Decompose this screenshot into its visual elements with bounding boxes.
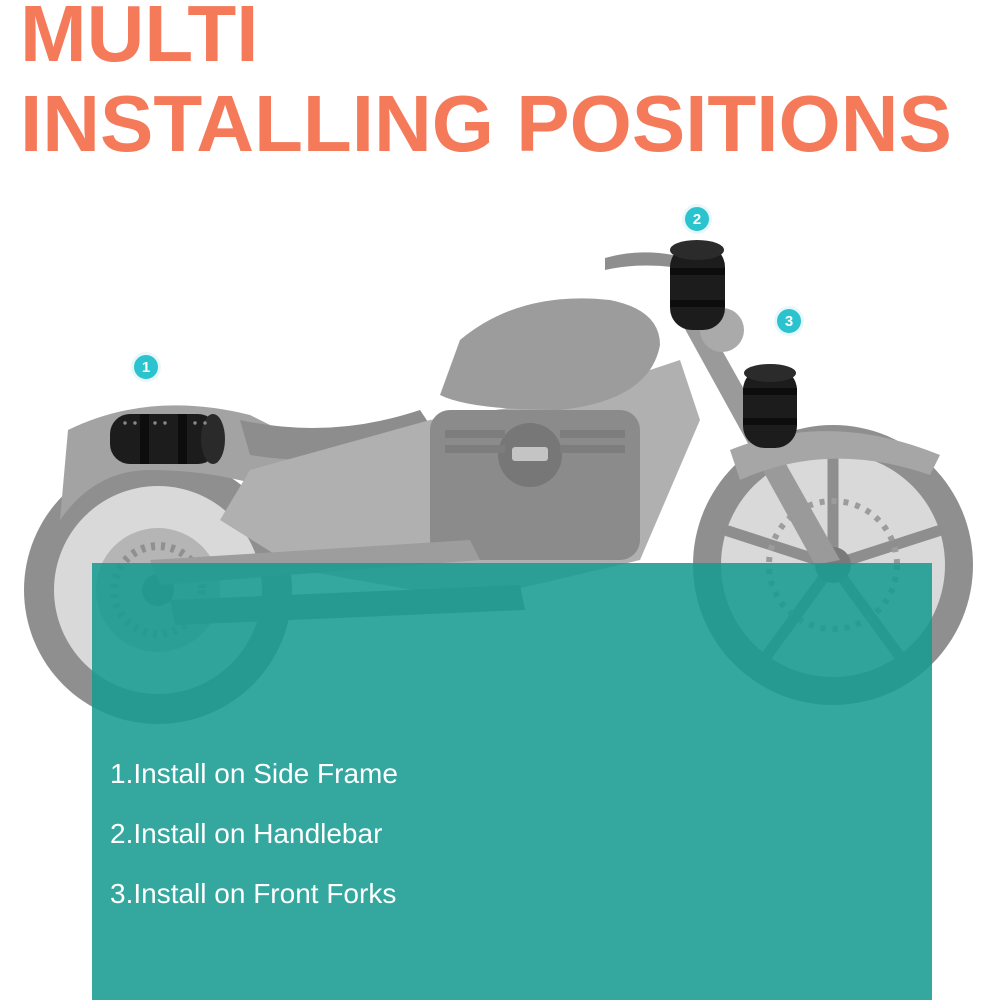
install-steps-list: 1.Install on Side Frame 2.Install on Han… xyxy=(110,752,398,932)
position-marker-1: 1 xyxy=(131,352,161,382)
tool-roll-bag-icon xyxy=(670,240,725,330)
step-side-frame: 1.Install on Side Frame xyxy=(110,758,398,789)
title-line-1: MULTI xyxy=(20,0,259,78)
tool-roll-bag-icon xyxy=(743,364,797,448)
title-line-2: INSTALLING POSITIONS xyxy=(20,79,952,168)
step-front-forks: 3.Install on Front Forks xyxy=(110,878,397,909)
position-marker-2: 2 xyxy=(682,204,712,234)
step-handlebar: 2.Install on Handlebar xyxy=(110,818,383,849)
instruction-panel xyxy=(92,563,932,1000)
position-marker-3: 3 xyxy=(774,306,804,336)
tool-roll-bag-icon xyxy=(110,414,225,464)
